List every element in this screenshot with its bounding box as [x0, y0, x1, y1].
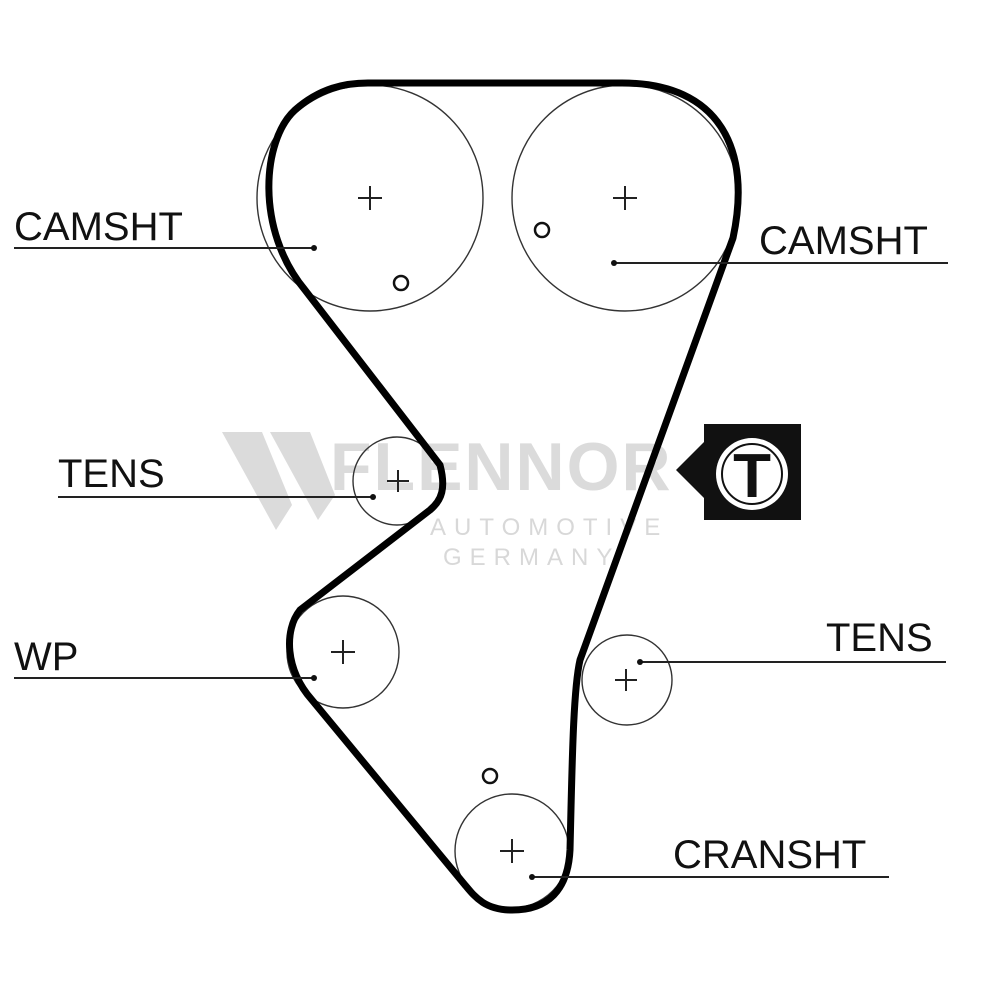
watermark-brand: FLENNOR: [330, 429, 673, 505]
badge-circle-inner: [721, 443, 783, 505]
leader-lines: [14, 247, 948, 878]
badge-letter: T: [733, 442, 771, 511]
labels: CAMSHT CAMSHT TENS WP TENS CRANSHT: [14, 205, 933, 877]
camshaft-left-timing-mark: [392, 274, 410, 292]
leader-dots: [311, 245, 643, 880]
badge-circle: [716, 438, 788, 510]
tensioner-upper-leader-dot: [370, 494, 376, 500]
camshaft-left-center-mark: [358, 186, 382, 210]
camshaft-right-center-mark: [613, 186, 637, 210]
water-pump-center-mark: [331, 640, 355, 664]
watermark-logo-mark: [222, 432, 292, 530]
pulley-centers: [331, 186, 637, 863]
tensioner-upper-label: TENS: [58, 452, 165, 496]
watermark: FLENNOR AUTOMOTIVE GERMANY: [222, 429, 673, 571]
timing-belt: [265, 79, 742, 914]
tensioner-upper-center-mark: [387, 470, 409, 492]
tensioner-badge: T: [676, 424, 801, 520]
watermark-line2: GERMANY: [443, 544, 620, 571]
camshaft-left-label: CAMSHT: [14, 205, 183, 249]
crankshaft-leader-dot: [529, 874, 535, 880]
tensioner-lower-pulley: [581, 634, 673, 726]
crankshaft-timing-mark: [481, 767, 499, 785]
camshaft-left-leader-dot: [311, 245, 317, 251]
water-pump-leader-dot: [311, 675, 317, 681]
water-pump-label: WP: [14, 635, 78, 679]
camshaft-right-leader-dot: [611, 260, 617, 266]
timing-marks: [392, 221, 551, 785]
tensioner-lower-leader-dot: [637, 659, 643, 665]
crankshaft-label: CRANSHT: [673, 833, 866, 877]
camshaft-right-timing-mark: [533, 221, 551, 239]
tensioner-lower-label: TENS: [826, 616, 933, 660]
badge-pointer: [676, 440, 706, 500]
crankshaft-center-mark: [500, 839, 524, 863]
camshaft-right-label: CAMSHT: [759, 219, 928, 263]
tensioner-lower-center-mark: [615, 669, 637, 691]
